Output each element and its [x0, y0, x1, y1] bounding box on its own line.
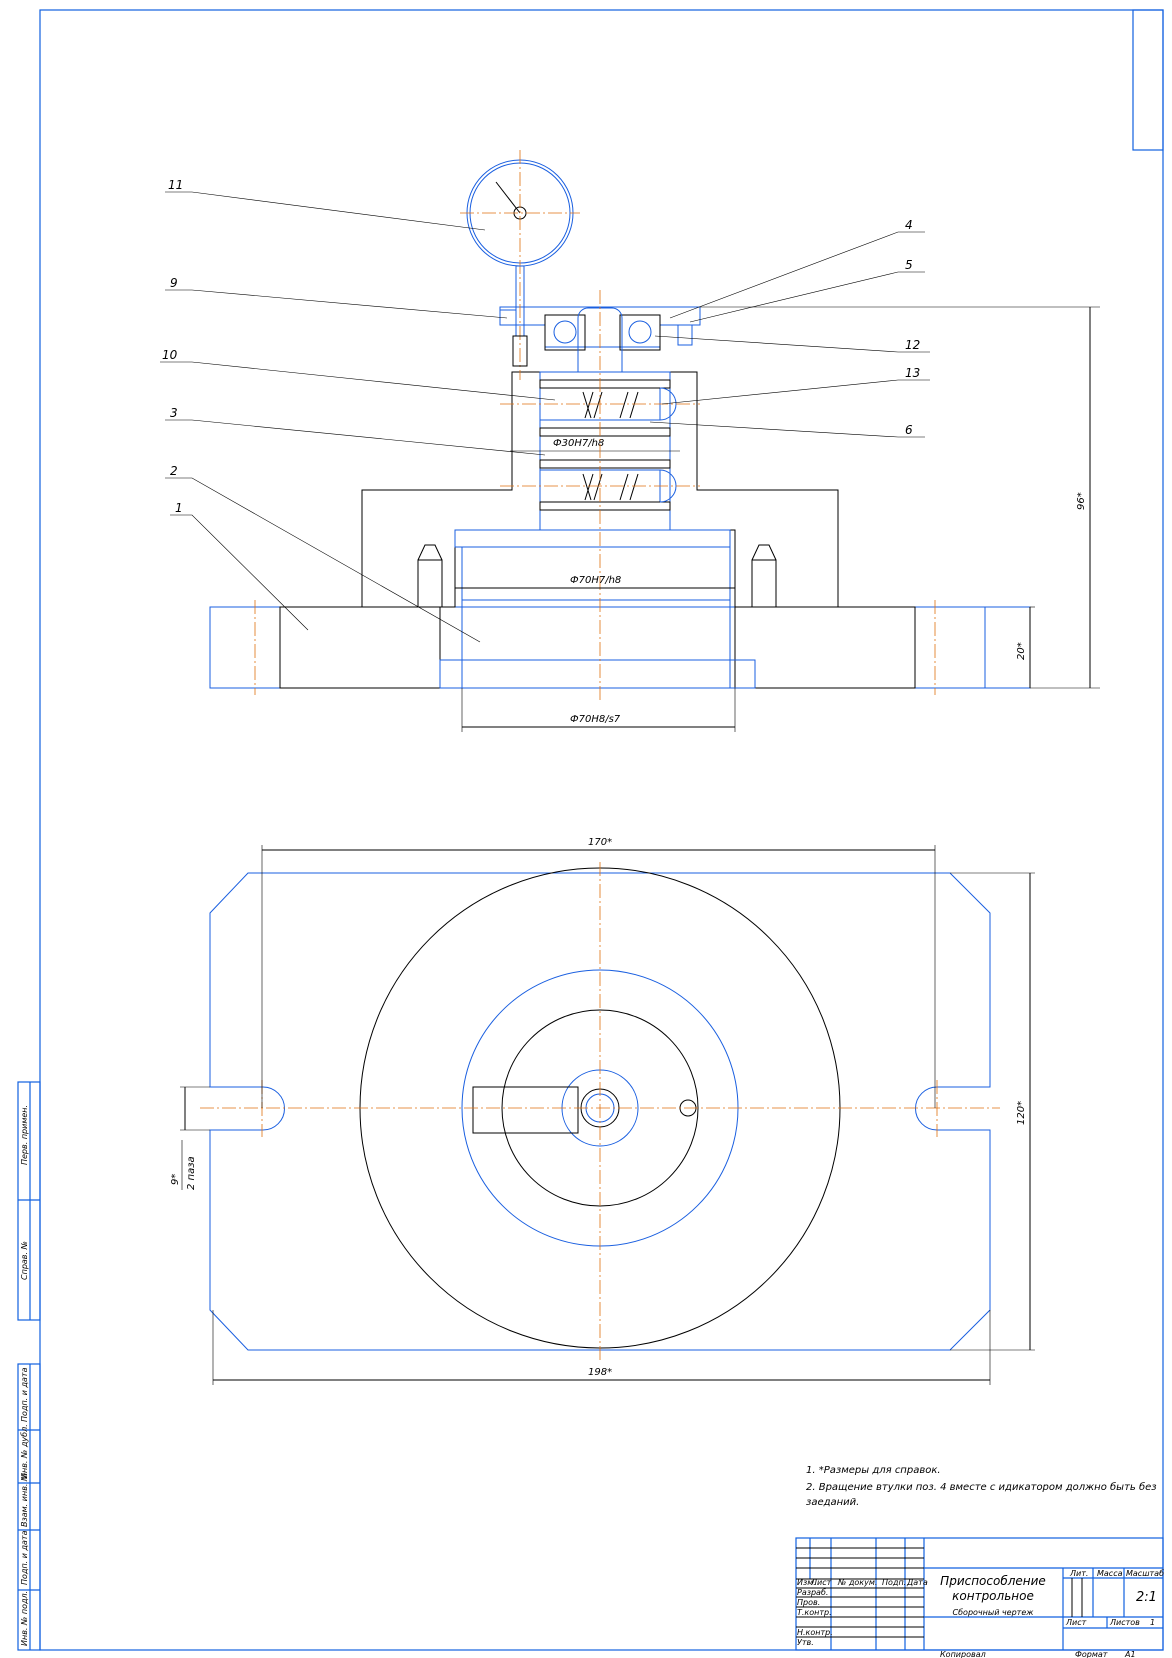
drawing-title-2: контрольное [952, 1589, 1034, 1603]
drawing-subtitle: Сборочный чертеж [953, 1608, 1035, 1617]
row-approved: Утв. [797, 1638, 814, 1647]
plan-view: 170* 198* 120* 9* 2 паза [170, 837, 1035, 1385]
strip-label: Справ. № [20, 1241, 29, 1280]
header-sign: Подп. [882, 1578, 906, 1587]
lit-label: Лит. [1069, 1569, 1088, 1578]
note-2: 2. Вращение втулки поз. 4 вместе с идика… [806, 1481, 1157, 1493]
position-11: 11 [168, 178, 183, 192]
strip-label: Инв. № дубл. [20, 1424, 29, 1479]
base-plate [209, 606, 1031, 689]
position-2: 2 [170, 464, 178, 478]
format-value: А1 [1124, 1650, 1136, 1658]
strip-label: Перв. примен. [20, 1105, 29, 1165]
slot-9-label: 9* [170, 1174, 181, 1185]
row-norm-control: Н.контр. [797, 1628, 833, 1637]
position-6: 6 [905, 423, 913, 437]
scale-label: Масштаб [1126, 1569, 1164, 1578]
sheets-label: Листов [1109, 1618, 1140, 1627]
note-1: 1. *Размеры для справок. [806, 1465, 941, 1476]
note-2-cont: заеданий. [806, 1497, 859, 1508]
position-3: 3 [170, 406, 178, 420]
height-20-label: 20* [1016, 642, 1027, 660]
position-13: 13 [905, 366, 920, 380]
row-checked: Пров. [797, 1598, 820, 1607]
header-date: Дата [906, 1578, 928, 1587]
row-developer: Разраб. [797, 1588, 828, 1597]
side-strip: Перв. примен. Справ. № Подп. и дата Инв.… [17, 1081, 41, 1651]
header-list: Лист [810, 1578, 832, 1587]
scale-value: 2:1 [1136, 1590, 1157, 1605]
sheet-label: Лист [1065, 1618, 1087, 1627]
section-view: Ф30H7/h8 Ф70H7/h8 Ф70H8/s7 [160, 150, 1100, 732]
title-block: Изм. Лист № докум. Подп. Дата Разраб. Пр… [795, 1537, 1164, 1658]
dimensions-section: Ф70H7/h8 Ф70H8/s7 96* 20* [455, 306, 1100, 732]
sheet-frame [39, 9, 1164, 1651]
strip-label: Подп. и дата [20, 1367, 29, 1422]
header-doc: № докум. [837, 1578, 877, 1587]
copied-label: Копировал [940, 1650, 986, 1658]
position-leaders: 11 9 10 3 2 1 4 5 12 13 6 [160, 178, 930, 643]
dial-indicator [460, 150, 580, 380]
fit-30-label: Ф30H7/h8 [553, 438, 604, 449]
technical-notes: 1. *Размеры для справок. 2. Вращение вту… [806, 1465, 1157, 1508]
strip-label: Подп. и дата [20, 1530, 29, 1585]
fit-70-top-label: Ф70H7/h8 [570, 575, 621, 586]
sheets-value: 1 [1150, 1618, 1155, 1627]
fit-70-bottom-label: Ф70H8/s7 [570, 714, 621, 725]
mandrel [461, 546, 731, 689]
position-5: 5 [905, 258, 913, 272]
position-1: 1 [175, 501, 183, 515]
position-12: 12 [905, 338, 920, 352]
position-4: 4 [905, 218, 913, 232]
width-170-label: 170* [588, 837, 612, 848]
drawing-title-1: Приспособление [940, 1574, 1046, 1588]
header-izm: Изм. [797, 1578, 816, 1587]
width-198-label: 198* [588, 1367, 612, 1378]
position-10: 10 [162, 348, 178, 362]
row-tech-control: Т.контр. [797, 1608, 832, 1617]
position-9: 9 [170, 276, 178, 290]
height-96-label: 96* [1076, 492, 1087, 510]
format-label: Формат [1075, 1650, 1108, 1658]
slot-count-label: 2 паза [186, 1156, 197, 1190]
height-120-label: 120* [1016, 1101, 1027, 1125]
mass-label: Масса [1097, 1569, 1123, 1578]
strip-label: Взам. инв. № [20, 1473, 29, 1527]
dimensions-plan: 170* 198* 120* 9* 2 паза [170, 837, 1035, 1385]
strip-label: Инв. № подл. [20, 1591, 29, 1646]
